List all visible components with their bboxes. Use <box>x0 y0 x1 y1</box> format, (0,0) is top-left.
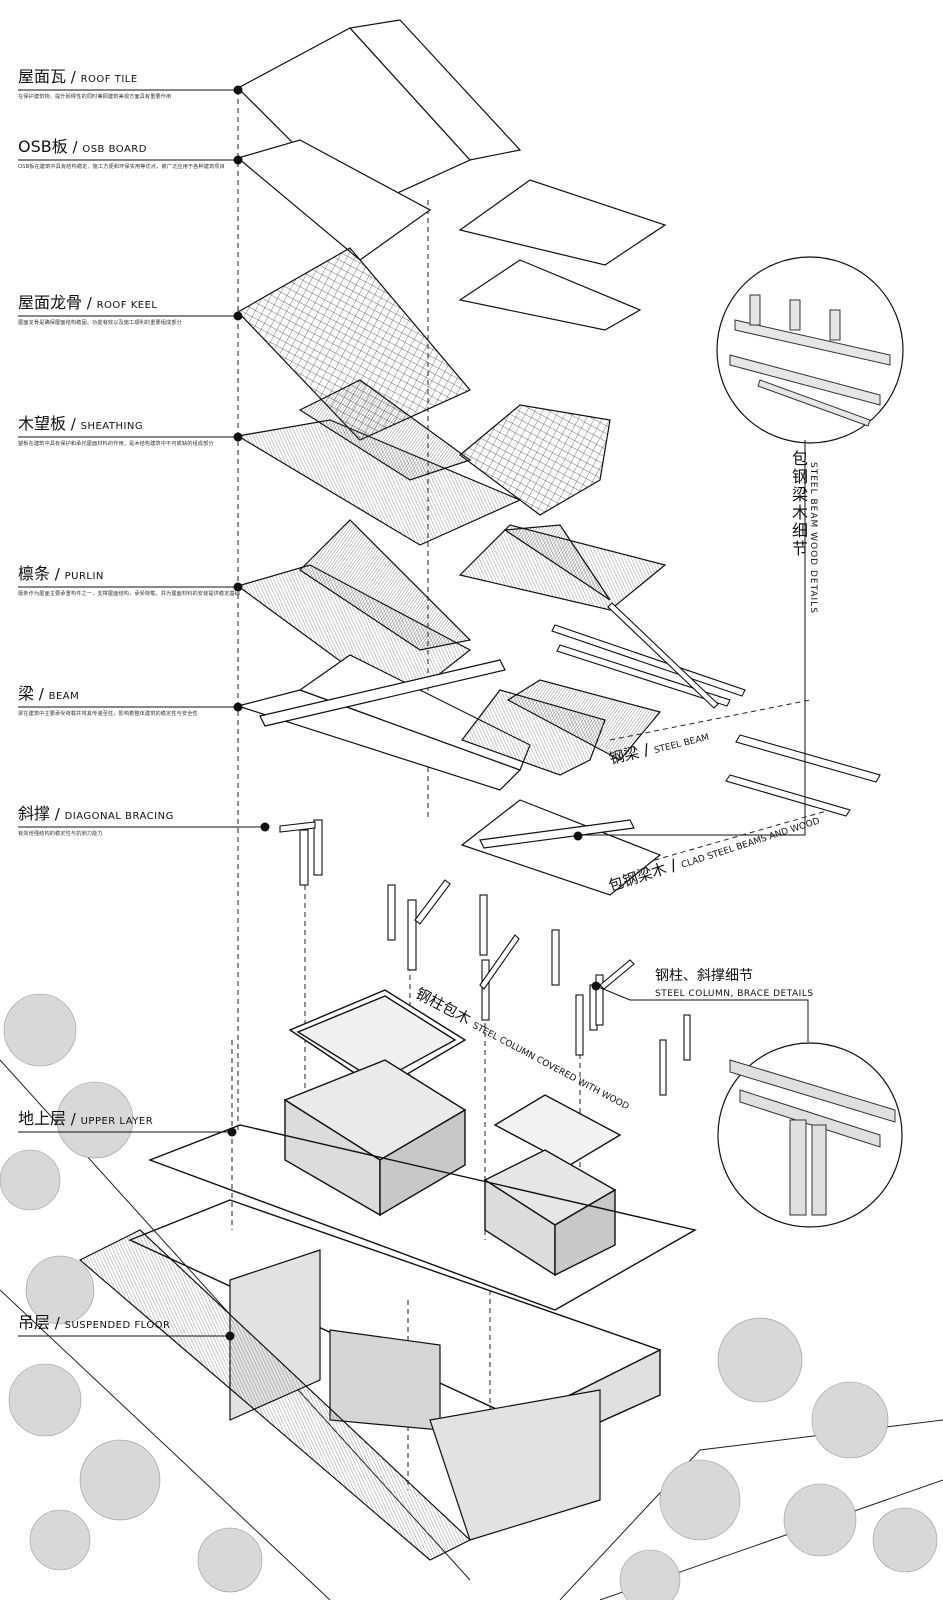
label-desc: 在保护建筑物、提升耐候性的同时兼顾建筑美观方面具有重要作用 <box>18 94 172 100</box>
label-en: SUSPENDED FLOOR <box>64 1320 171 1331</box>
label-zh: 地上层 <box>18 1109 67 1128</box>
osb-board-panels <box>236 139 667 331</box>
sheathing-lower <box>461 679 662 776</box>
label-desc: OSB板在建筑中具有结构稳定、施工方便和环保实用等优点，被广泛应用于各种建筑项目 <box>18 164 225 170</box>
label-upper-layer: 地上层 / UPPER LAYER <box>18 1109 154 1129</box>
label-en: SHEATHING <box>80 421 144 432</box>
label-osb-board: OSB板 / OSB BOARD OSB板在建筑中具有结构稳定、施工方便和环保实… <box>18 138 248 171</box>
detail-circle-beam <box>716 256 904 444</box>
label-roof-tile: 屋面瓦 / ROOF TILE 在保护建筑物、提升耐候性的同时兼顾建筑美观方面具… <box>18 68 248 101</box>
label-zh: 屋面瓦 <box>18 67 67 86</box>
label-suspended-floor: 吊层 / SUSPENDED FLOOR <box>18 1313 171 1333</box>
label-desc: 有效增强结构的稳定性与抗侧力能力 <box>18 831 103 837</box>
detail-circle-column <box>717 1042 903 1228</box>
leader-lines <box>18 89 809 1337</box>
callout-beam-wood-details-zh: 包钢梁木细节 <box>789 450 808 558</box>
label-desc: 屋面龙骨是确保屋面结构稳固、功能有效以及施工顺利的重要组成部分 <box>18 320 182 326</box>
label-zh: 斜撑 <box>18 804 51 823</box>
label-roof-keel: 屋面龙骨 / ROOF KEEL 屋面龙骨是确保屋面结构稳固、功能有效以及施工顺… <box>18 294 248 327</box>
label-en: ROOF TILE <box>80 74 138 85</box>
label-en: OSB BOARD <box>82 144 147 155</box>
columns-and-braces <box>279 819 691 1096</box>
label-en: DIAGONAL BRACING <box>64 811 174 822</box>
label-zh: 屋面龙骨 <box>18 293 83 312</box>
label-en: ROOF KEEL <box>96 300 158 311</box>
label-purlin: 檩条 / PURLIN 檩条作为屋面主要承重构件之一，支撑屋面结构，承受荷载，并… <box>18 565 248 598</box>
clad-beam-frame <box>460 799 662 896</box>
leader-dots <box>225 85 601 1341</box>
callout-zh: 钢柱、斜撑细节 <box>655 968 753 984</box>
purlin-panels <box>236 519 667 706</box>
label-en: BEAM <box>48 691 80 702</box>
suspended-floor-building <box>78 1229 601 1561</box>
roof-tile-panels <box>237 19 522 211</box>
label-zh: 梁 <box>18 684 35 703</box>
callout-beam-wood-details-en: STEEL BEAM WOOD DETAILS <box>808 462 818 614</box>
label-desc: 檩条作为屋面主要承重构件之一，支撑屋面结构，承受荷载，并为屋面材料的安装提供稳定… <box>18 591 241 597</box>
label-en: PURLIN <box>64 571 104 582</box>
purlin-sticks <box>551 602 746 709</box>
label-sheathing: 木望板 / SHEATHING 望板在建筑中具有保护和承托屋面材料的作用，是木结… <box>18 415 248 448</box>
label-zh: 吊层 <box>18 1313 51 1332</box>
steel-beam-members <box>725 734 881 817</box>
trees <box>0 993 938 1600</box>
label-zh: OSB板 <box>18 137 68 156</box>
sheathing-panels <box>236 379 611 546</box>
label-diagonal-bracing: 斜撑 / DIAGONAL BRACING 有效增强结构的稳定性与抗侧力能力 <box>18 805 248 838</box>
label-beam: 梁 / BEAM 梁在建筑中主要承受荷载并将其传递至柱，影响着整体建筑的稳定性与… <box>18 685 248 718</box>
roof-keel-grid <box>237 247 471 441</box>
label-zh: 木望板 <box>18 414 67 433</box>
label-zh: 檩条 <box>18 564 51 583</box>
label-en: UPPER LAYER <box>80 1116 154 1127</box>
callout-en: STEEL COLUMN, BRACE DETAILS <box>655 989 814 999</box>
label-desc: 望板在建筑中具有保护和承托屋面材料的作用，是木结构建筑中不可或缺的组成部分 <box>18 441 214 447</box>
label-desc: 梁在建筑中主要承受荷载并将其传递至柱，影响着整体建筑的稳定性与安全性 <box>18 711 198 717</box>
callout-column-brace: 钢柱、斜撑细节 STEEL COLUMN, BRACE DETAILS <box>655 965 814 999</box>
